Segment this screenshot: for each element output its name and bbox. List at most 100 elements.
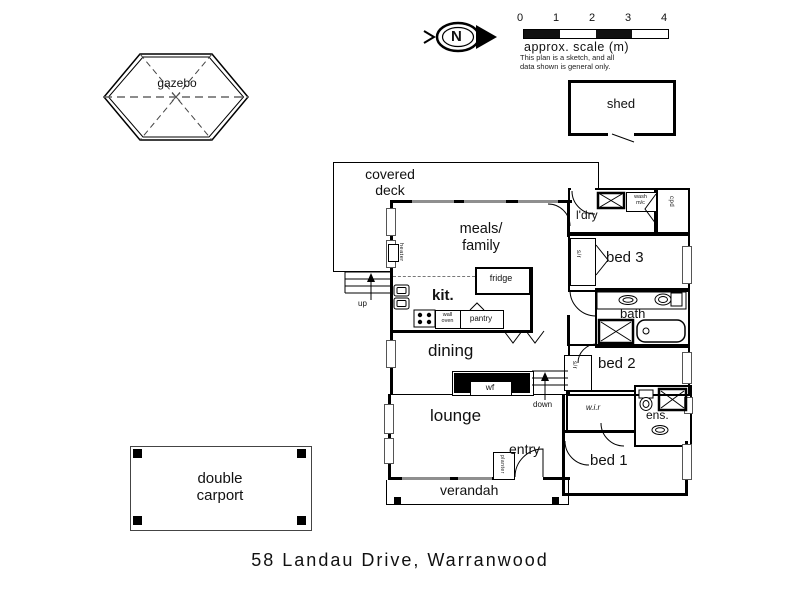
- heater-label: heater: [398, 243, 404, 262]
- wall-lounge-left: [388, 394, 391, 478]
- washing-machine-label-line1: wash: [634, 194, 647, 200]
- verandah-post-right: [552, 497, 559, 504]
- bed1-label: bed 1: [590, 452, 628, 469]
- wall-bed1-bottom: [562, 493, 688, 496]
- wall-lounge-right: [562, 394, 565, 440]
- heater-box: [388, 244, 399, 262]
- carport-label-line2: carport: [196, 487, 244, 505]
- wood-fire-left-block: [454, 381, 470, 393]
- carport-label-line1: double: [197, 470, 243, 487]
- cupboard-label: cpd: [668, 196, 674, 208]
- carport-label: double carport: [165, 470, 275, 505]
- deck-line-right: [598, 162, 599, 190]
- bath-label: bath: [620, 306, 646, 321]
- carport-post-tl: [133, 449, 142, 458]
- fridge-label: fridge: [489, 273, 513, 283]
- shed-label: shed: [606, 96, 636, 111]
- door-arc-hall-bath: [569, 289, 597, 317]
- pantry-shelf-mark: [469, 302, 485, 311]
- carport-post-br: [297, 516, 306, 525]
- wood-fire-right-block: [510, 381, 530, 393]
- window-lounge-left-2: [384, 438, 394, 464]
- fridge-box: [475, 267, 531, 295]
- scale-tick-1: 1: [553, 12, 560, 24]
- scale-caption: approx. scale (m): [524, 40, 630, 54]
- meals-family-label-line2: family: [462, 237, 500, 254]
- scale-disclaimer-line1: This plan is a sketch, and all: [520, 53, 615, 62]
- hall-store-label: s/r: [571, 361, 577, 370]
- window-meals-top-1: [412, 200, 454, 203]
- stairs-up: [344, 271, 393, 300]
- wood-fire-label: wf: [485, 382, 495, 392]
- window-ensuite-right: [684, 397, 693, 414]
- scale-tick-0: 0: [517, 12, 524, 24]
- scale-disclaimer-line2: data shown is general only.: [520, 61, 611, 71]
- wall-bed1-top: [562, 430, 636, 433]
- front-door-gap: [511, 477, 543, 480]
- shed-door-gap: [608, 131, 634, 137]
- address-title: 58 Landau Drive, Warranwood: [251, 550, 549, 570]
- wir-room: [566, 390, 636, 432]
- meals-family-label-line1: meals/: [459, 221, 503, 237]
- gazebo-outline: [103, 53, 249, 141]
- covered-deck-label: covered deck: [348, 166, 432, 198]
- carport-post-bl: [133, 516, 142, 525]
- window-bed1-right: [682, 444, 692, 480]
- wall-oven-label-line1: wall: [442, 312, 453, 318]
- scale-seg-4: [632, 30, 668, 38]
- bed3-store-closet: [570, 238, 596, 286]
- wood-fire-top: [454, 373, 530, 381]
- verandah-label: verandah: [440, 482, 499, 498]
- scale-tick-3: 3: [625, 12, 632, 24]
- window-dining-left: [386, 340, 396, 368]
- laundry-label: l'dry: [576, 208, 598, 222]
- deck-line-left: [333, 162, 334, 272]
- bed3-store-label: s/r: [575, 250, 581, 259]
- meals-kitchen-divider: [393, 276, 475, 277]
- scale-tick-2: 2: [589, 12, 596, 24]
- carport-outline: [130, 446, 312, 531]
- window-bed3-right: [682, 246, 692, 284]
- window-lounge-left-1: [384, 404, 394, 434]
- verandah-line-left: [386, 480, 387, 505]
- washing-machine-label: wash m/c: [627, 194, 654, 207]
- wall-kitchen-bottom: [390, 330, 532, 333]
- meals-family-label: meals/ family: [428, 221, 534, 254]
- deck-line-bottom: [333, 271, 391, 272]
- north-letter: N: [451, 28, 462, 45]
- verandah-line-bottom: [386, 504, 569, 505]
- scale-bar: [523, 29, 669, 39]
- verandah-line-right: [568, 480, 569, 505]
- window-front-2: [458, 477, 492, 480]
- window-front-1: [402, 477, 450, 480]
- scale-seg-3: [596, 30, 632, 38]
- scale-disclaimer: This plan is a sketch, and all data show…: [520, 53, 615, 71]
- wall-bed1-left: [562, 430, 565, 496]
- lounge-label: lounge: [430, 406, 482, 425]
- cooktop-icon: [413, 309, 436, 328]
- laundry-door-gap: [571, 187, 595, 191]
- window-meals-top-3: [518, 200, 558, 203]
- deck-line-top: [333, 162, 599, 163]
- up-label: up: [358, 299, 367, 308]
- carport-post-tr: [297, 449, 306, 458]
- wir-label: w.i.r: [586, 403, 601, 412]
- down-label: down: [533, 400, 553, 409]
- covered-deck-label-line1: covered: [365, 166, 415, 182]
- verandah-post-left: [394, 497, 401, 504]
- scale-seg-2: [560, 30, 596, 38]
- bed2-label: bed 2: [598, 355, 636, 372]
- bath-room: [595, 288, 690, 348]
- wall-hall-bath: [567, 315, 570, 346]
- wall-oven-label: wall oven: [436, 312, 459, 325]
- scale-tick-4: 4: [661, 12, 668, 24]
- entry-label: entry: [509, 441, 541, 457]
- bed3-label: bed 3: [606, 249, 644, 266]
- covered-deck-label-line2: deck: [375, 182, 405, 199]
- window-meals-top-2: [464, 200, 506, 203]
- wood-fire-label-box: [470, 381, 512, 396]
- pantry-box: [460, 310, 504, 329]
- ensuite-room: [634, 385, 692, 447]
- planter-box: [493, 452, 515, 480]
